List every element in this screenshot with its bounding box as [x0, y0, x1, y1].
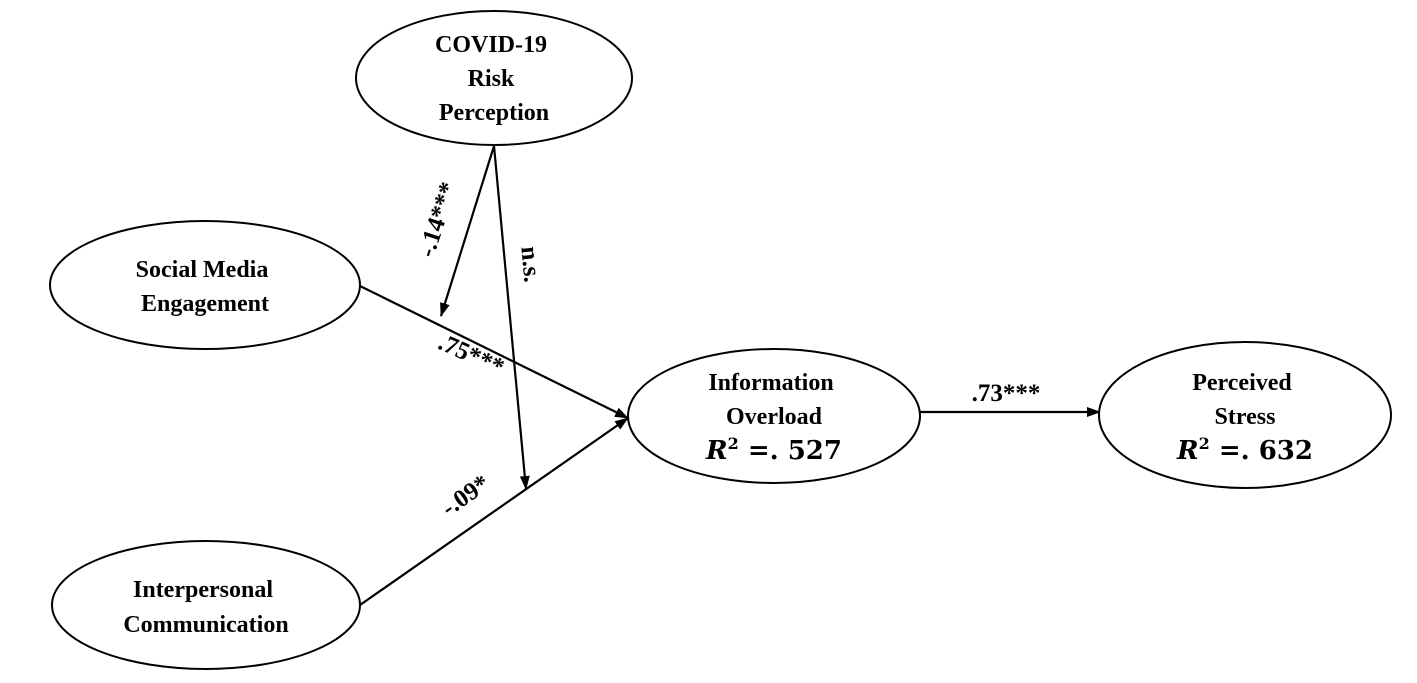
node-interpersonal-communication: Interpersonal Communication — [51, 540, 361, 670]
edge-social-to-overload — [359, 285, 629, 419]
edge-label-overload-to-stress: .73*** — [972, 380, 1041, 407]
edge-interpersonal-to-overload — [359, 417, 629, 606]
node-information-overload: Information Overload R2 =. 527 — [627, 348, 921, 484]
edge-label-social-to-overload: .75*** — [434, 329, 508, 382]
edge-label-covid-moderates-social: -.14*** — [413, 179, 462, 261]
edge-covid-moderates-social — [439, 145, 496, 317]
node-covid-risk-perception: COVID-19 Risk Perception — [355, 10, 633, 146]
node-perceived-stress-shape — [1098, 341, 1392, 489]
node-interpersonal-communication-label: Interpersonal Communication — [123, 577, 288, 638]
node-social-media-engagement: Social Media Engagement — [49, 220, 361, 350]
node-covid-risk-perception-label: COVID-19 Risk Perception — [435, 32, 553, 126]
edge-covid-moderates-interpersonal — [492, 145, 530, 490]
edge-label-interpersonal-to-overload: -.09* — [437, 470, 495, 522]
edge-label-covid-moderates-interpersonal: n.s. — [515, 245, 545, 283]
node-social-media-engagement-shape — [49, 220, 361, 350]
node-information-overload-shape — [627, 348, 921, 484]
node-social-media-engagement-label: Social Media Engagement — [136, 257, 275, 317]
node-information-overload-label: Information Overload — [708, 370, 839, 430]
node-perceived-stress-r-squared: R2 =. 632 — [1176, 434, 1313, 466]
node-interpersonal-communication-shape — [51, 540, 361, 670]
node-information-overload-r-squared: R2 =. 527 — [705, 434, 842, 466]
node-covid-risk-perception-shape — [355, 10, 633, 146]
node-perceived-stress: Perceived Stress R2 =. 632 — [1098, 341, 1392, 489]
node-perceived-stress-label: Perceived Stress — [1192, 370, 1298, 430]
